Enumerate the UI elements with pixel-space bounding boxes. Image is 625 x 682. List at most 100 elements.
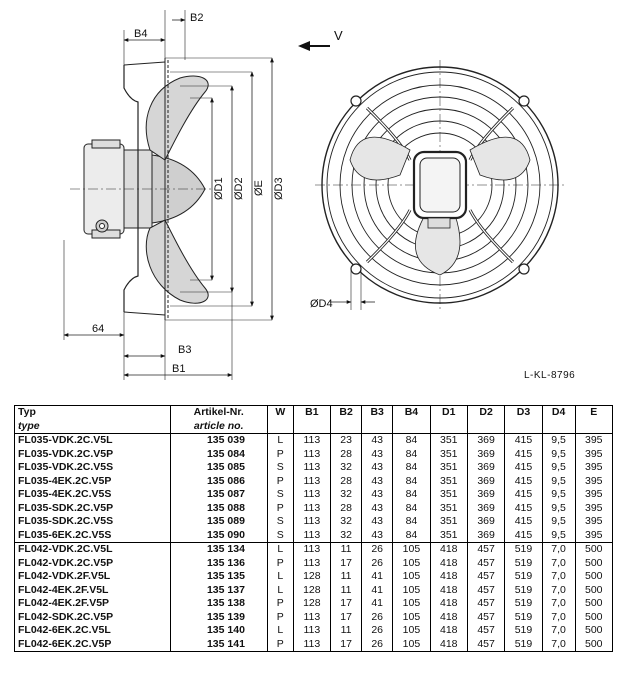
table-cell: 17 xyxy=(330,597,363,611)
table-cell: S xyxy=(266,528,294,543)
table-cell: 369 xyxy=(466,488,506,502)
table-cell: 113 xyxy=(292,433,332,448)
table-cell: 135 134 xyxy=(169,542,268,557)
table-cell: 113 xyxy=(292,637,332,652)
table-cell: 457 xyxy=(466,597,506,611)
table-cell: 32 xyxy=(330,528,363,543)
table-cell: 9,5 xyxy=(541,488,576,502)
table-cell: 32 xyxy=(330,461,363,475)
table-cell: FL035-6EK.2C.V5S xyxy=(14,528,171,543)
table-cell: 7,0 xyxy=(541,583,576,597)
table-cell: L xyxy=(266,624,294,638)
table-cell: 351 xyxy=(429,433,468,448)
table-cell: 395 xyxy=(574,528,614,543)
column-subheader-empty xyxy=(266,419,294,434)
table-cell: 415 xyxy=(504,501,543,515)
table-cell: 43 xyxy=(361,501,394,515)
table-cell: FL042-6EK.2C.V5L xyxy=(14,624,171,638)
table-cell: P xyxy=(266,610,294,624)
table-cell: 415 xyxy=(504,488,543,502)
table-cell: P xyxy=(266,637,294,652)
table-cell: FL042-4EK.2F.V5L xyxy=(14,583,171,597)
table-cell: 84 xyxy=(392,501,431,515)
table-cell: 395 xyxy=(574,515,614,529)
table-cell: 135 135 xyxy=(169,570,268,584)
table-cell: 457 xyxy=(466,570,506,584)
table-cell: 113 xyxy=(292,515,332,529)
table-cell: 11 xyxy=(330,542,363,557)
table-cell: FL035-4EK.2C.V5S xyxy=(14,488,171,502)
table-cell: 135 085 xyxy=(169,461,268,475)
table-cell: 135 089 xyxy=(169,515,268,529)
column-header: Typ xyxy=(14,405,171,420)
table-cell: 351 xyxy=(429,461,468,475)
table-cell: 395 xyxy=(574,461,614,475)
table-cell: 519 xyxy=(504,583,543,597)
table-cell: 395 xyxy=(574,488,614,502)
table-cell: 43 xyxy=(361,433,394,448)
table-cell: 9,5 xyxy=(541,501,576,515)
table-cell: 351 xyxy=(429,447,468,461)
table-cell: 23 xyxy=(330,433,363,448)
table-cell: 41 xyxy=(361,583,394,597)
table-cell: 457 xyxy=(466,637,506,652)
table-cell: P xyxy=(266,447,294,461)
table-cell: 135 086 xyxy=(169,474,268,488)
guard-ring-outer xyxy=(321,66,559,304)
table-cell: 135 090 xyxy=(169,528,268,543)
table-cell: 519 xyxy=(504,597,543,611)
table-cell: 28 xyxy=(330,474,363,488)
table-cell: 500 xyxy=(574,597,614,611)
table-cell: FL042-SDK.2C.V5P xyxy=(14,610,171,624)
table-cell: 7,0 xyxy=(541,556,576,570)
table-cell: 351 xyxy=(429,488,468,502)
table-cell: 26 xyxy=(361,610,394,624)
table-cell: FL042-VDK.2F.V5L xyxy=(14,570,171,584)
table-cell: 128 xyxy=(292,583,332,597)
table-cell: 9,5 xyxy=(541,474,576,488)
table-cell: 395 xyxy=(574,501,614,515)
drawing-code: L-KL-8796 xyxy=(524,370,576,381)
fan-technical-drawing: B2 B4 ØD1 ØD2 ØE ØD3 64 B3 B1 V xyxy=(63,10,565,380)
table-cell: 457 xyxy=(466,624,506,638)
table-cell: 113 xyxy=(292,528,332,543)
table-cell: 84 xyxy=(392,474,431,488)
table-cell: 105 xyxy=(392,624,431,638)
table-cell: 113 xyxy=(292,556,332,570)
table-cell: 17 xyxy=(330,556,363,570)
label-d4: ØD4 xyxy=(310,298,333,310)
table-cell: 369 xyxy=(466,447,506,461)
table-cell: 395 xyxy=(574,433,614,448)
table-cell: 369 xyxy=(466,433,506,448)
table-cell: 7,0 xyxy=(541,610,576,624)
table-cell: 457 xyxy=(466,583,506,597)
table-cell: 500 xyxy=(574,556,614,570)
table-cell: 105 xyxy=(392,597,431,611)
table-cell: 128 xyxy=(292,597,332,611)
table-cell: 418 xyxy=(429,583,468,597)
table-cell: 105 xyxy=(392,637,431,652)
table-cell: 135 140 xyxy=(169,624,268,638)
table-cell: 415 xyxy=(504,447,543,461)
table-cell: 418 xyxy=(429,637,468,652)
column-header: B2 xyxy=(330,405,363,420)
table-cell: 113 xyxy=(292,461,332,475)
table-cell: 135 141 xyxy=(169,637,268,652)
table-cell: 519 xyxy=(504,624,543,638)
table-cell: 105 xyxy=(392,556,431,570)
table-cell: 84 xyxy=(392,528,431,543)
fan-blade-lower xyxy=(145,219,209,304)
table-cell: 418 xyxy=(429,610,468,624)
table-cell: 84 xyxy=(392,461,431,475)
table-cell: 84 xyxy=(392,447,431,461)
table-cell: 7,0 xyxy=(541,597,576,611)
table-cell: 11 xyxy=(330,583,363,597)
table-cell: 11 xyxy=(330,570,363,584)
table-cell: 519 xyxy=(504,570,543,584)
